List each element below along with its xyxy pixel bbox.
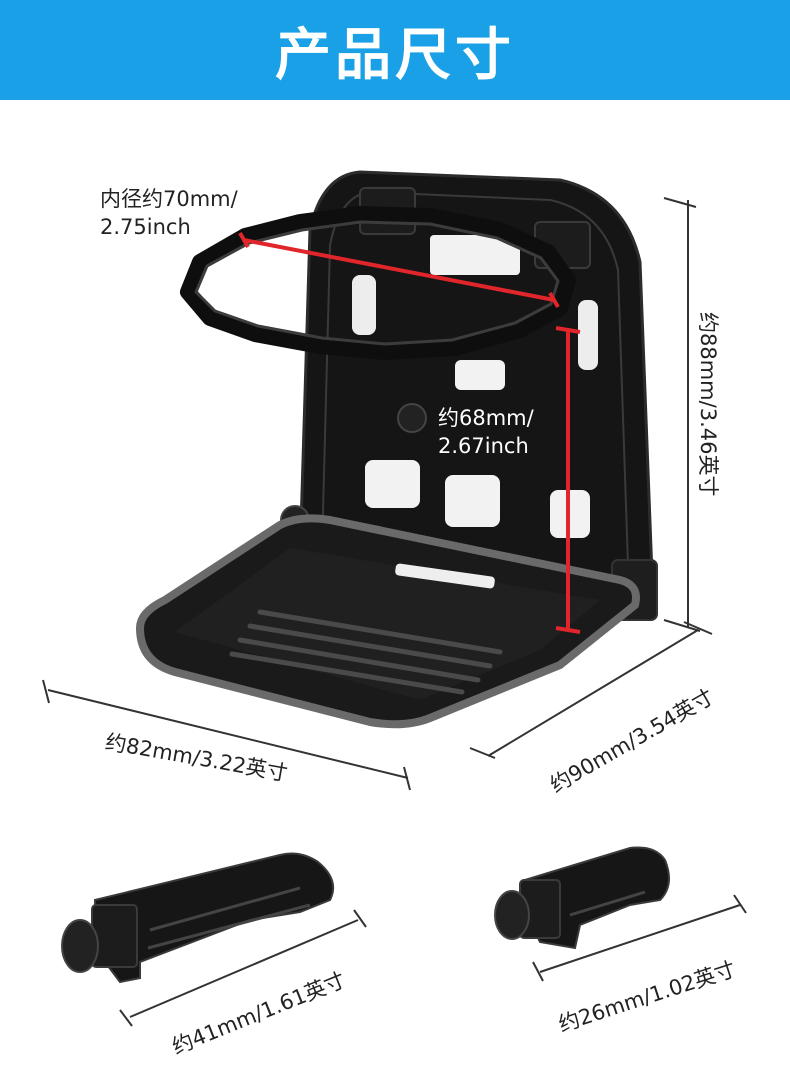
- height-dimension-line: [663, 197, 701, 632]
- total-height-label: 约88mm/3.46英寸: [696, 312, 720, 497]
- width-dimension-line: [42, 679, 411, 791]
- inner-diameter-line2: 2.75inch: [100, 215, 191, 240]
- panel-slot: [445, 475, 500, 527]
- long-clip-image: [61, 852, 334, 984]
- panel-slot: [430, 235, 520, 275]
- depth-dimension-line: [469, 621, 713, 759]
- short-clip-image: [494, 846, 670, 950]
- long-clip-dimension-line: [119, 909, 367, 1027]
- panel-slot: [352, 275, 376, 335]
- short-clip-dimension-line: [532, 894, 747, 982]
- panel-slot: [365, 460, 420, 508]
- inner-diameter-marker: [238, 232, 560, 308]
- page-title: 产品尺寸: [275, 22, 515, 88]
- panel-slot: [455, 360, 505, 390]
- header-banner: 产品尺寸: [0, 0, 790, 100]
- inner-height-line2: 2.67inch: [438, 434, 529, 459]
- cup-holder-image: [135, 170, 658, 729]
- inner-height-label: 约68mm/ 2.67inch: [438, 404, 534, 461]
- inner-height-marker: [555, 326, 581, 634]
- inner-height-line1: 约68mm/: [438, 406, 534, 430]
- inner-diameter-line1: 内径约70mm/: [100, 187, 238, 211]
- inner-diameter-label: 内径约70mm/ 2.75inch: [100, 185, 238, 242]
- panel-slot: [578, 300, 598, 370]
